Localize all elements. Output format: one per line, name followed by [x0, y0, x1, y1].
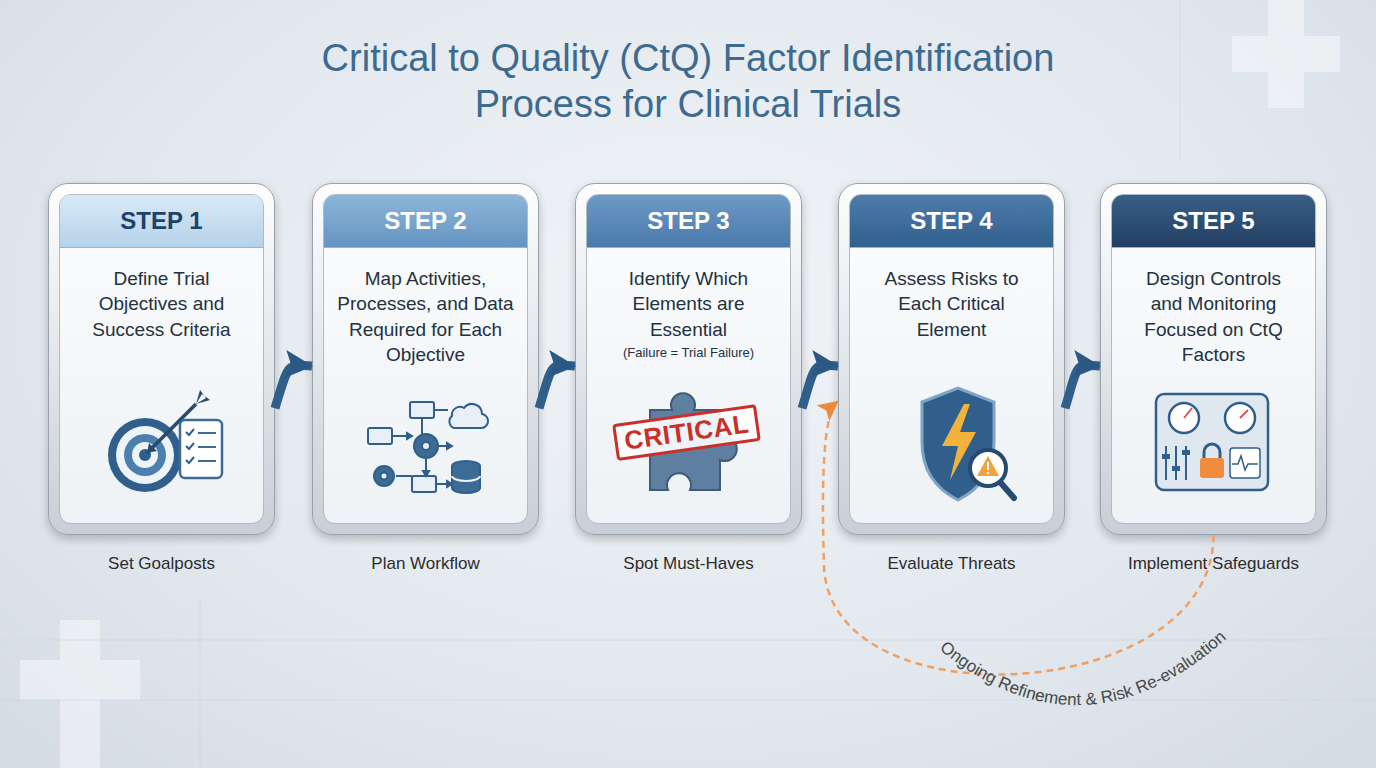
flow-arrow [275, 365, 312, 408]
step-card: STEP 2 Map Activities, Processes, and Dat… [312, 183, 539, 535]
step-caption: Plan Workflow [293, 554, 558, 574]
step-header: STEP 1 [60, 195, 263, 248]
step-header: STEP 5 [1112, 195, 1315, 248]
step-header: STEP 2 [324, 195, 527, 248]
step-card: STEP 5 Design Controls and Monitoring Foc… [1100, 183, 1327, 535]
step-description: Design Controls and Monitoring Focused o… [1128, 266, 1300, 368]
card-panel: STEP 4 Assess Risks to Each Critical Elem… [849, 194, 1054, 524]
step-card: STEP 4 Assess Risks to Each Critical Elem… [838, 183, 1065, 535]
step-description: Define Trial Objectives and Success Crit… [72, 266, 252, 342]
flow-arrow [539, 365, 575, 408]
medical-cross [20, 620, 140, 768]
edge-label-path: Ongoing Refinement & Risk Re-evaluation [937, 627, 1230, 709]
step-header: STEP 3 [587, 195, 790, 248]
step-description: Map Activities, Processes, and Data Requ… [330, 266, 522, 368]
card-panel: STEP 5 Design Controls and Monitoring Foc… [1111, 194, 1316, 524]
card-panel: STEP 2 Map Activities, Processes, and Dat… [323, 194, 528, 524]
flow-arrow [802, 365, 838, 408]
step-description: Identify Which Elements are Essential [604, 266, 774, 342]
edge-label: Ongoing Refinement & Risk Re-evaluation [937, 627, 1230, 709]
card-panel: STEP 3 Identify Which Elements are Essent… [586, 194, 791, 524]
medical-cross [1232, 0, 1340, 108]
step-card: STEP 1 Define Trial Objectives and Succes… [48, 183, 275, 535]
diagram-title: Critical to Quality (CtQ) Factor Identif… [318, 36, 1058, 127]
step-caption: Evaluate Threats [819, 554, 1084, 574]
card-panel: STEP 1 Define Trial Objectives and Succes… [59, 194, 264, 524]
step-caption: Spot Must-Haves [556, 554, 821, 574]
step-description: Assess Risks to Each Critical Element [867, 266, 1037, 342]
flow-arrow [1065, 365, 1100, 408]
step-header: STEP 4 [850, 195, 1053, 248]
step-caption: Implement Safeguards [1081, 554, 1346, 574]
step-note: (Failure = Trial Failure) [594, 345, 784, 361]
step-caption: Set Goalposts [29, 554, 294, 574]
step-card: STEP 3 Identify Which Elements are Essent… [575, 183, 802, 535]
